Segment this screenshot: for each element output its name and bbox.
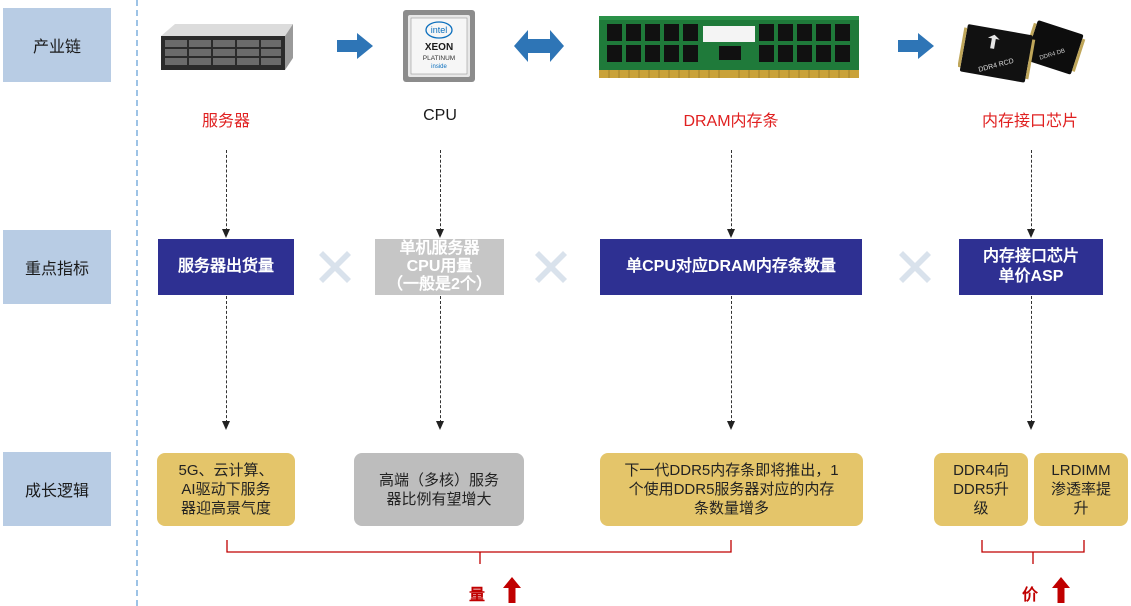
cpu-chip-image: intel XEON PLATINUM inside	[403, 10, 475, 82]
metric-cpu-per-server: 单机服务器 CPU用量 （一般是2个）	[375, 239, 504, 295]
column-separator	[136, 0, 138, 606]
svg-text:PLATINUM: PLATINUM	[423, 55, 455, 62]
interface-chips-image: DDR4 DB DDR4 RCD	[958, 8, 1098, 88]
price-brace	[981, 540, 1087, 566]
logic-ddr4-ddr5: DDR4向 DDR5升 级	[934, 453, 1028, 526]
connector-line	[727, 150, 735, 238]
connector-line	[222, 150, 230, 238]
volume-brace	[226, 540, 736, 566]
dram-module-image	[599, 14, 859, 80]
row-label-industry-chain: 产业链	[3, 8, 111, 82]
logic-server: 5G、云计算、 AI驱动下服务 器迎高景气度	[157, 453, 295, 526]
double-arrow-icon	[514, 30, 564, 62]
connector-line	[1027, 296, 1035, 430]
arrow-up-icon	[503, 577, 521, 603]
multiply-icon	[897, 249, 933, 285]
chain-cpu-label: CPU	[423, 107, 457, 124]
price-tag: 价	[1022, 587, 1039, 604]
row-label-key-metrics: 重点指标	[3, 230, 111, 304]
connector-line	[727, 296, 735, 430]
server-rack-image	[155, 18, 295, 76]
connector-line	[1027, 150, 1035, 238]
arrow-right-icon	[898, 33, 934, 59]
chain-server-label: 服务器	[201, 113, 250, 130]
chain-dram-label: DRAM内存条	[683, 113, 779, 130]
logic-lrdimm: LRDIMM 渗透率提 升	[1034, 453, 1128, 526]
multiply-icon	[317, 249, 353, 285]
svg-text:inside: inside	[431, 64, 447, 70]
logic-dram: 下一代DDR5内存条即将推出，1 个使用DDR5服务器对应的内存 条数量增多	[600, 453, 863, 526]
metric-chip-asp: 内存接口芯片 单价ASP	[959, 239, 1103, 295]
connector-line	[436, 150, 444, 238]
metric-dram-per-cpu: 单CPU对应DRAM内存条数量	[600, 239, 862, 295]
connector-line	[436, 296, 444, 430]
arrow-up-icon	[1052, 577, 1070, 603]
volume-tag: 量	[469, 587, 486, 604]
multiply-icon	[533, 249, 569, 285]
logic-cpu: 高端（多核）服务 器比例有望增大	[354, 453, 524, 526]
metric-server-shipments: 服务器出货量	[158, 239, 294, 295]
arrow-right-icon	[337, 33, 373, 59]
connector-line	[222, 296, 230, 430]
row-label-growth-logic: 成长逻辑	[3, 452, 111, 526]
svg-text:XEON: XEON	[425, 42, 453, 53]
chain-interface-chip-label: 内存接口芯片	[981, 113, 1078, 130]
svg-text:intel: intel	[431, 25, 448, 35]
